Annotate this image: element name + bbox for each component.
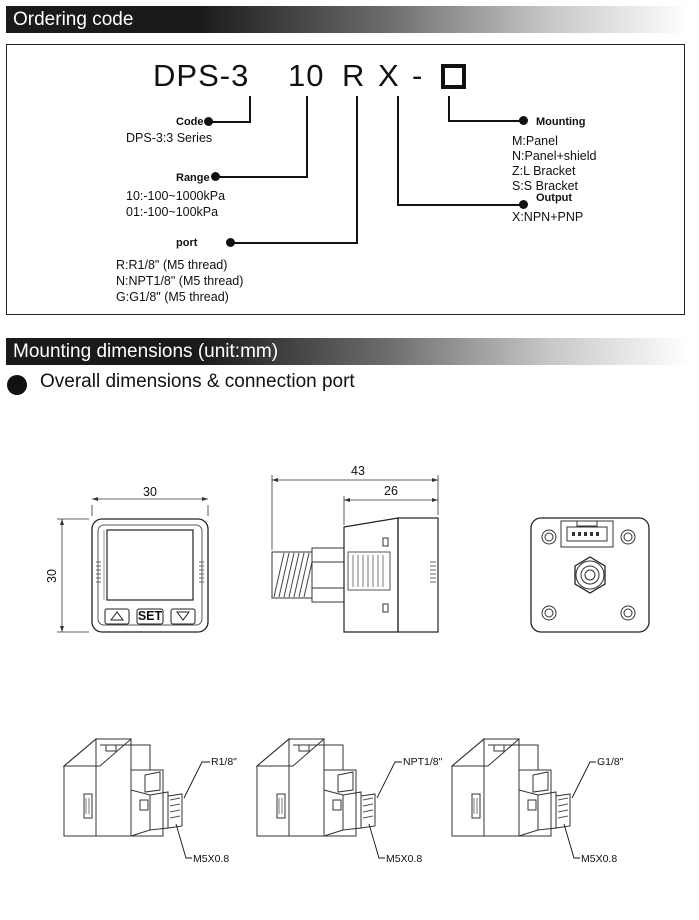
code-dash: - — [412, 58, 424, 93]
bullet-icon — [7, 375, 27, 395]
range-leader — [215, 176, 308, 178]
front-width-dim: 30 — [143, 485, 157, 499]
code-output: X — [378, 58, 400, 93]
output-leader — [397, 204, 522, 206]
code-port: R — [342, 58, 366, 93]
iso-view-2 — [255, 737, 376, 837]
mounting-label: Mounting — [536, 116, 586, 128]
port-item: R:R1/8" (M5 thread) — [116, 258, 228, 272]
callout-thread-3: G1/8" — [597, 756, 624, 768]
front-view-drawing — [91, 518, 209, 633]
mounting-dimensions-header: Mounting dimensions (unit:mm) — [6, 338, 690, 365]
mounting-item: S:S Bracket — [512, 179, 578, 193]
front-height-dim: 30 — [45, 569, 59, 583]
set-button-icon — [136, 608, 164, 625]
up-button-icon — [104, 608, 130, 625]
range-dot — [211, 172, 220, 181]
mounting-dot — [519, 116, 528, 125]
back-view-drawing — [530, 517, 650, 633]
mounting-item: M:Panel — [512, 134, 558, 148]
range-leader — [306, 96, 308, 178]
port-leader — [356, 96, 358, 244]
callout-port-2: M5X0.8 — [386, 853, 422, 865]
ordering-code-box — [6, 44, 685, 315]
side-body-dim: 26 — [384, 484, 398, 498]
code-dot — [204, 117, 213, 126]
port-item: G:G1/8" (M5 thread) — [116, 290, 229, 304]
code-series: DPS-3 — [153, 58, 250, 93]
mounting-dimensions-title: Mounting dimensions (unit:mm) — [13, 340, 279, 362]
code-leader — [208, 121, 251, 123]
mounting-leader — [448, 96, 450, 122]
mounting-leader — [448, 120, 522, 122]
mounting-item: Z:L Bracket — [512, 164, 576, 178]
side-overall-dim: 43 — [351, 464, 365, 478]
range-item: 01:-100~100kPa — [126, 205, 219, 219]
code-range: 10 — [288, 58, 325, 93]
code-mounting-box — [441, 64, 466, 89]
range-label: Range — [176, 172, 210, 184]
iso-view-1 — [62, 737, 183, 837]
ordering-code-header: Ordering code — [6, 6, 690, 33]
callout-thread-1: R1/8" — [211, 756, 237, 768]
port-label: port — [176, 237, 198, 249]
output-leader — [397, 96, 399, 206]
port-leader — [230, 242, 358, 244]
section-subtitle: Overall dimensions & connection port — [40, 371, 355, 392]
code-leader — [249, 96, 251, 123]
iso-view-3 — [450, 737, 571, 837]
output-dot — [519, 200, 528, 209]
port-dot — [226, 238, 235, 247]
set-button-label: SET — [138, 609, 163, 623]
code-item: DPS-3:3 Series — [126, 131, 213, 145]
ordering-code-title: Ordering code — [13, 8, 134, 30]
output-item: X:NPN+PNP — [512, 210, 584, 224]
callout-port-1: M5X0.8 — [193, 853, 229, 865]
port-item: N:NPT1/8" (M5 thread) — [116, 274, 244, 288]
code-label: Code — [176, 116, 204, 128]
output-label: Output — [536, 192, 573, 204]
range-item: 10:-100~1000kPa — [126, 189, 226, 203]
mounting-item: N:Panel+shield — [512, 149, 597, 163]
down-button-icon — [170, 608, 196, 625]
callout-port-3: M5X0.8 — [581, 853, 617, 865]
side-view-drawing — [271, 517, 439, 633]
callout-thread-2: NPT1/8" — [403, 756, 443, 768]
